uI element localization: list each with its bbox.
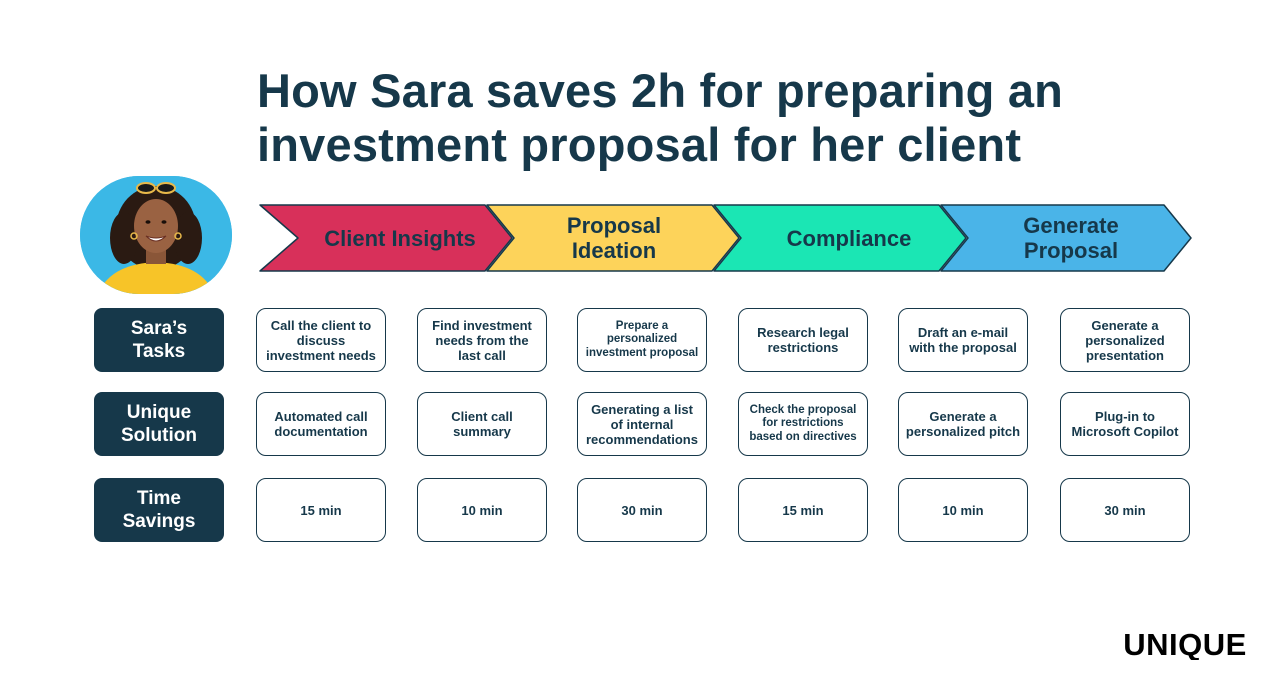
stage-label-line: Client Insights [324,225,476,251]
task-cell: Prepare a personalized investment propos… [577,308,707,372]
stage-arrow-compliance [713,204,967,272]
solution-cell: Generating a list of internal recommenda… [577,392,707,456]
page-title-line-2: investment proposal for her client [257,118,1022,171]
row-label-time-savings: Time Savings [94,478,224,542]
time-saving-cell: 30 min [1060,478,1190,542]
task-cell: Draft an e-mail with the proposal [898,308,1028,372]
task-cell: Generate a personalized presentation [1060,308,1190,372]
time-saving-cell: 15 min [256,478,386,542]
avatar [80,176,232,294]
solution-cell: Plug-in to Microsoft Copilot [1060,392,1190,456]
page-title: How Sara saves 2h for preparing an inves… [257,64,1237,172]
solution-cell: Generate a personalized pitch [898,392,1028,456]
solution-cell: Automated call documentation [256,392,386,456]
time-saving-cell: 30 min [577,478,707,542]
stage-label-line: Generate [1023,213,1119,238]
row-label-line: Solution [121,425,197,446]
stage-label-compliance: Compliance [749,205,949,271]
avatar-illustration [80,176,232,294]
row-label-line: Unique [126,402,192,423]
stage-label-line: Proposal [566,213,662,238]
solution-cell: Client call summary [417,392,547,456]
time-saving-cell: 10 min [417,478,547,542]
time-saving-cell: 10 min [898,478,1028,542]
task-cell: Call the client to discuss investment ne… [256,308,386,372]
task-cell: Research legal restrictions [738,308,868,372]
solution-cell: Check the proposal for restrictions base… [738,392,868,456]
stage-arrow-client-insights [259,204,513,272]
row-label-line: Savings [122,511,196,532]
unique-logo: UNIQUE [1123,627,1247,660]
logo-text: UNIQUE [1123,627,1247,660]
row-label-line: Time [136,488,181,509]
task-cell: Find investment needs from the last call [417,308,547,372]
row-label-solution: Unique Solution [94,392,224,456]
stage-arrow-generate-proposal [940,204,1192,272]
process-arrows [259,204,1192,272]
page-title-line-1: How Sara saves 2h for preparing an [257,64,1064,117]
row-label-tasks: Sara’s Tasks [94,308,224,372]
stage-label-line: Compliance [786,225,912,251]
time-saving-cell: 15 min [738,478,868,542]
stage-label-line: Ideation [571,238,657,263]
row-label-line: Tasks [132,341,186,362]
row-label-line: Sara’s [130,318,188,339]
stage-arrow-proposal-ideation [486,204,740,272]
stage-label-line: Proposal [1023,238,1119,263]
stage-label-client-insights: Client Insights [300,205,500,271]
